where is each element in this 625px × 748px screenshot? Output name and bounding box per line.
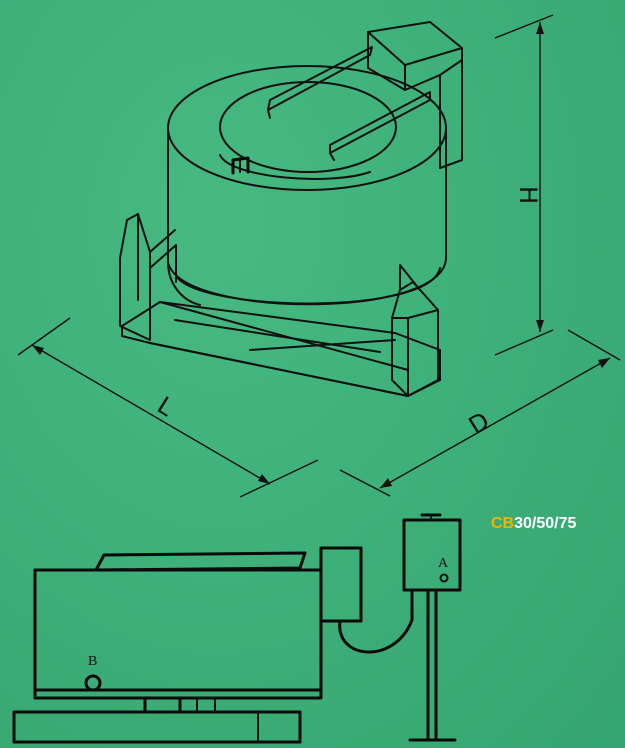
lid-arms <box>267 46 431 161</box>
left-post <box>119 213 177 341</box>
model-prefix: CB <box>491 515 515 532</box>
dimension-height: H <box>494 14 554 356</box>
dimension-depth: D <box>339 329 621 497</box>
port-b-label: B <box>88 654 97 669</box>
model-sizes: 30/50/75 <box>514 515 577 532</box>
control-box-label: A <box>438 556 449 571</box>
lid-handle <box>231 156 250 175</box>
model-label: CB30/50/75 <box>491 515 576 533</box>
dimension-length: L <box>17 317 319 498</box>
motor-housing <box>367 21 463 169</box>
drum <box>167 65 447 306</box>
right-post <box>391 264 439 397</box>
isometric-machine <box>119 21 463 397</box>
side-view-machine: B <box>12 546 414 744</box>
control-box: A <box>402 513 462 742</box>
depth-label: D <box>464 407 495 441</box>
height-label: H <box>514 186 542 204</box>
